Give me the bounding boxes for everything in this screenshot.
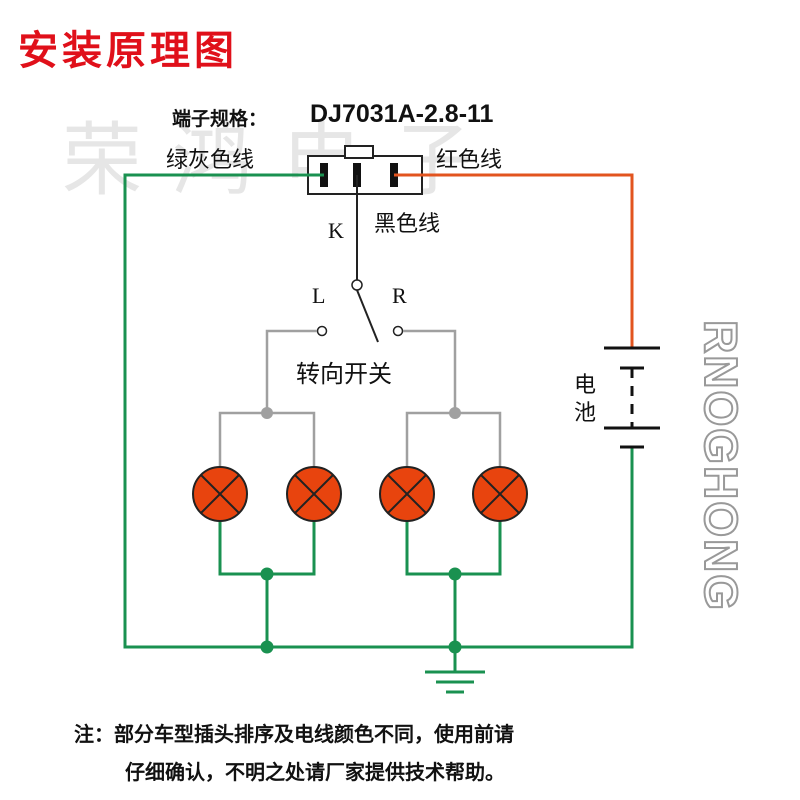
- lamp-icon: [379, 466, 435, 522]
- right-feed-junction: [449, 407, 461, 419]
- right-return-bus: [405, 520, 502, 576]
- switch-lever: [356, 289, 379, 343]
- battery-label: 电池: [574, 373, 597, 426]
- red-wire: [394, 173, 634, 348]
- lamp-icon: [472, 466, 528, 522]
- terminal-spec-value: DJ7031A-2.8-11: [310, 100, 494, 128]
- green-gray-wire: [123, 173, 634, 649]
- brand-watermark: RNOGHONG: [694, 319, 748, 613]
- page-title: 安装原理图: [18, 27, 238, 74]
- right-feed-wire: [403, 329, 457, 413]
- switch-contact-right: [392, 325, 404, 337]
- lamp-icon: [286, 466, 342, 522]
- green-gray-wire-label: 绿灰色线: [166, 148, 255, 173]
- junction-dot: [260, 640, 274, 654]
- junction-dot: [448, 567, 462, 581]
- turn-switch-label: 转向开关: [296, 360, 392, 388]
- left-lamp-bus: [218, 411, 316, 468]
- note-line-2: 仔细确认，不明之处请厂家提供技术帮助。: [125, 760, 505, 784]
- connector-latch: [344, 145, 374, 159]
- right-lamp-bus: [405, 411, 502, 468]
- red-wire-label: 红色线: [436, 148, 503, 173]
- junction-dot: [260, 567, 274, 581]
- terminal-spec-label: 端子规格：: [172, 108, 268, 130]
- junction-dot: [448, 640, 462, 654]
- left-return-bus: [218, 520, 316, 576]
- left-feed-wire: [265, 329, 317, 413]
- switch-right-label: R: [392, 283, 407, 308]
- black-wire-label: 黑色线: [374, 212, 441, 237]
- switch-contact-left: [316, 325, 328, 337]
- switch-k-label: K: [328, 218, 344, 243]
- lamp-icon: [192, 466, 248, 522]
- note-line-1: 注：部分车型插头排序及电线颜色不同，使用前请: [74, 722, 514, 746]
- switch-left-label: L: [312, 283, 326, 308]
- left-feed-junction: [261, 407, 273, 419]
- switch-pivot: [351, 279, 363, 291]
